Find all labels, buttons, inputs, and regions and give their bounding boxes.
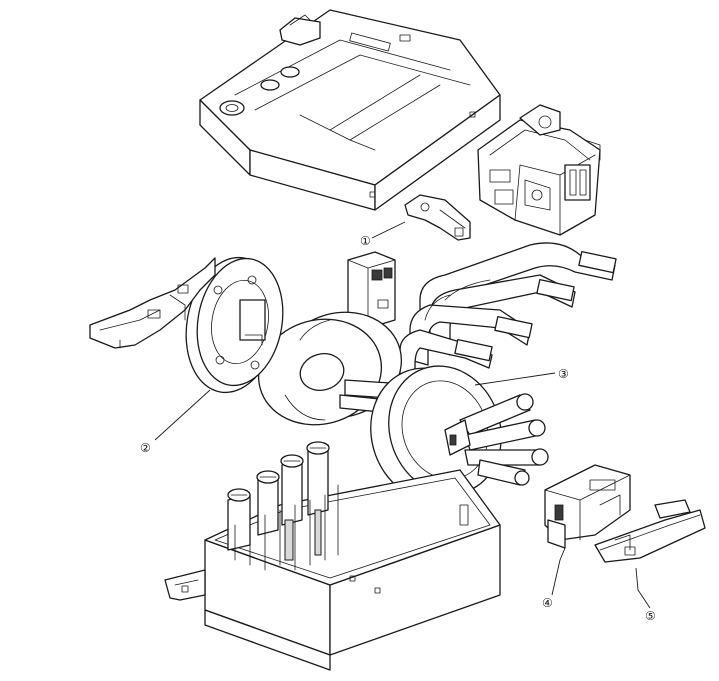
callout-label: ② <box>140 441 151 455</box>
callout-5: ⑤ <box>645 609 656 623</box>
latch-assembly-part <box>544 464 631 549</box>
callout-4: ④ <box>542 596 553 610</box>
base-housing-part <box>164 469 501 671</box>
callout-3: ③ <box>558 367 569 381</box>
trip-mechanism-part <box>477 104 601 236</box>
callout-label: ⑤ <box>645 609 656 623</box>
rail-clip-part <box>594 499 706 563</box>
end-plate-disc-part <box>185 256 284 394</box>
callout-label: ④ <box>542 596 553 610</box>
callout-label: ① <box>360 234 371 248</box>
terminal-screws-part <box>227 441 339 571</box>
callout-label: ③ <box>558 367 569 381</box>
top-cover-part <box>199 9 501 211</box>
callout-2: ② <box>140 441 151 455</box>
callout-1: ① <box>360 234 371 248</box>
mounting-bracket-part <box>89 257 216 349</box>
small-clip-part <box>404 194 471 241</box>
busbar-conductors-part <box>399 242 617 386</box>
leader-lines <box>154 221 651 609</box>
